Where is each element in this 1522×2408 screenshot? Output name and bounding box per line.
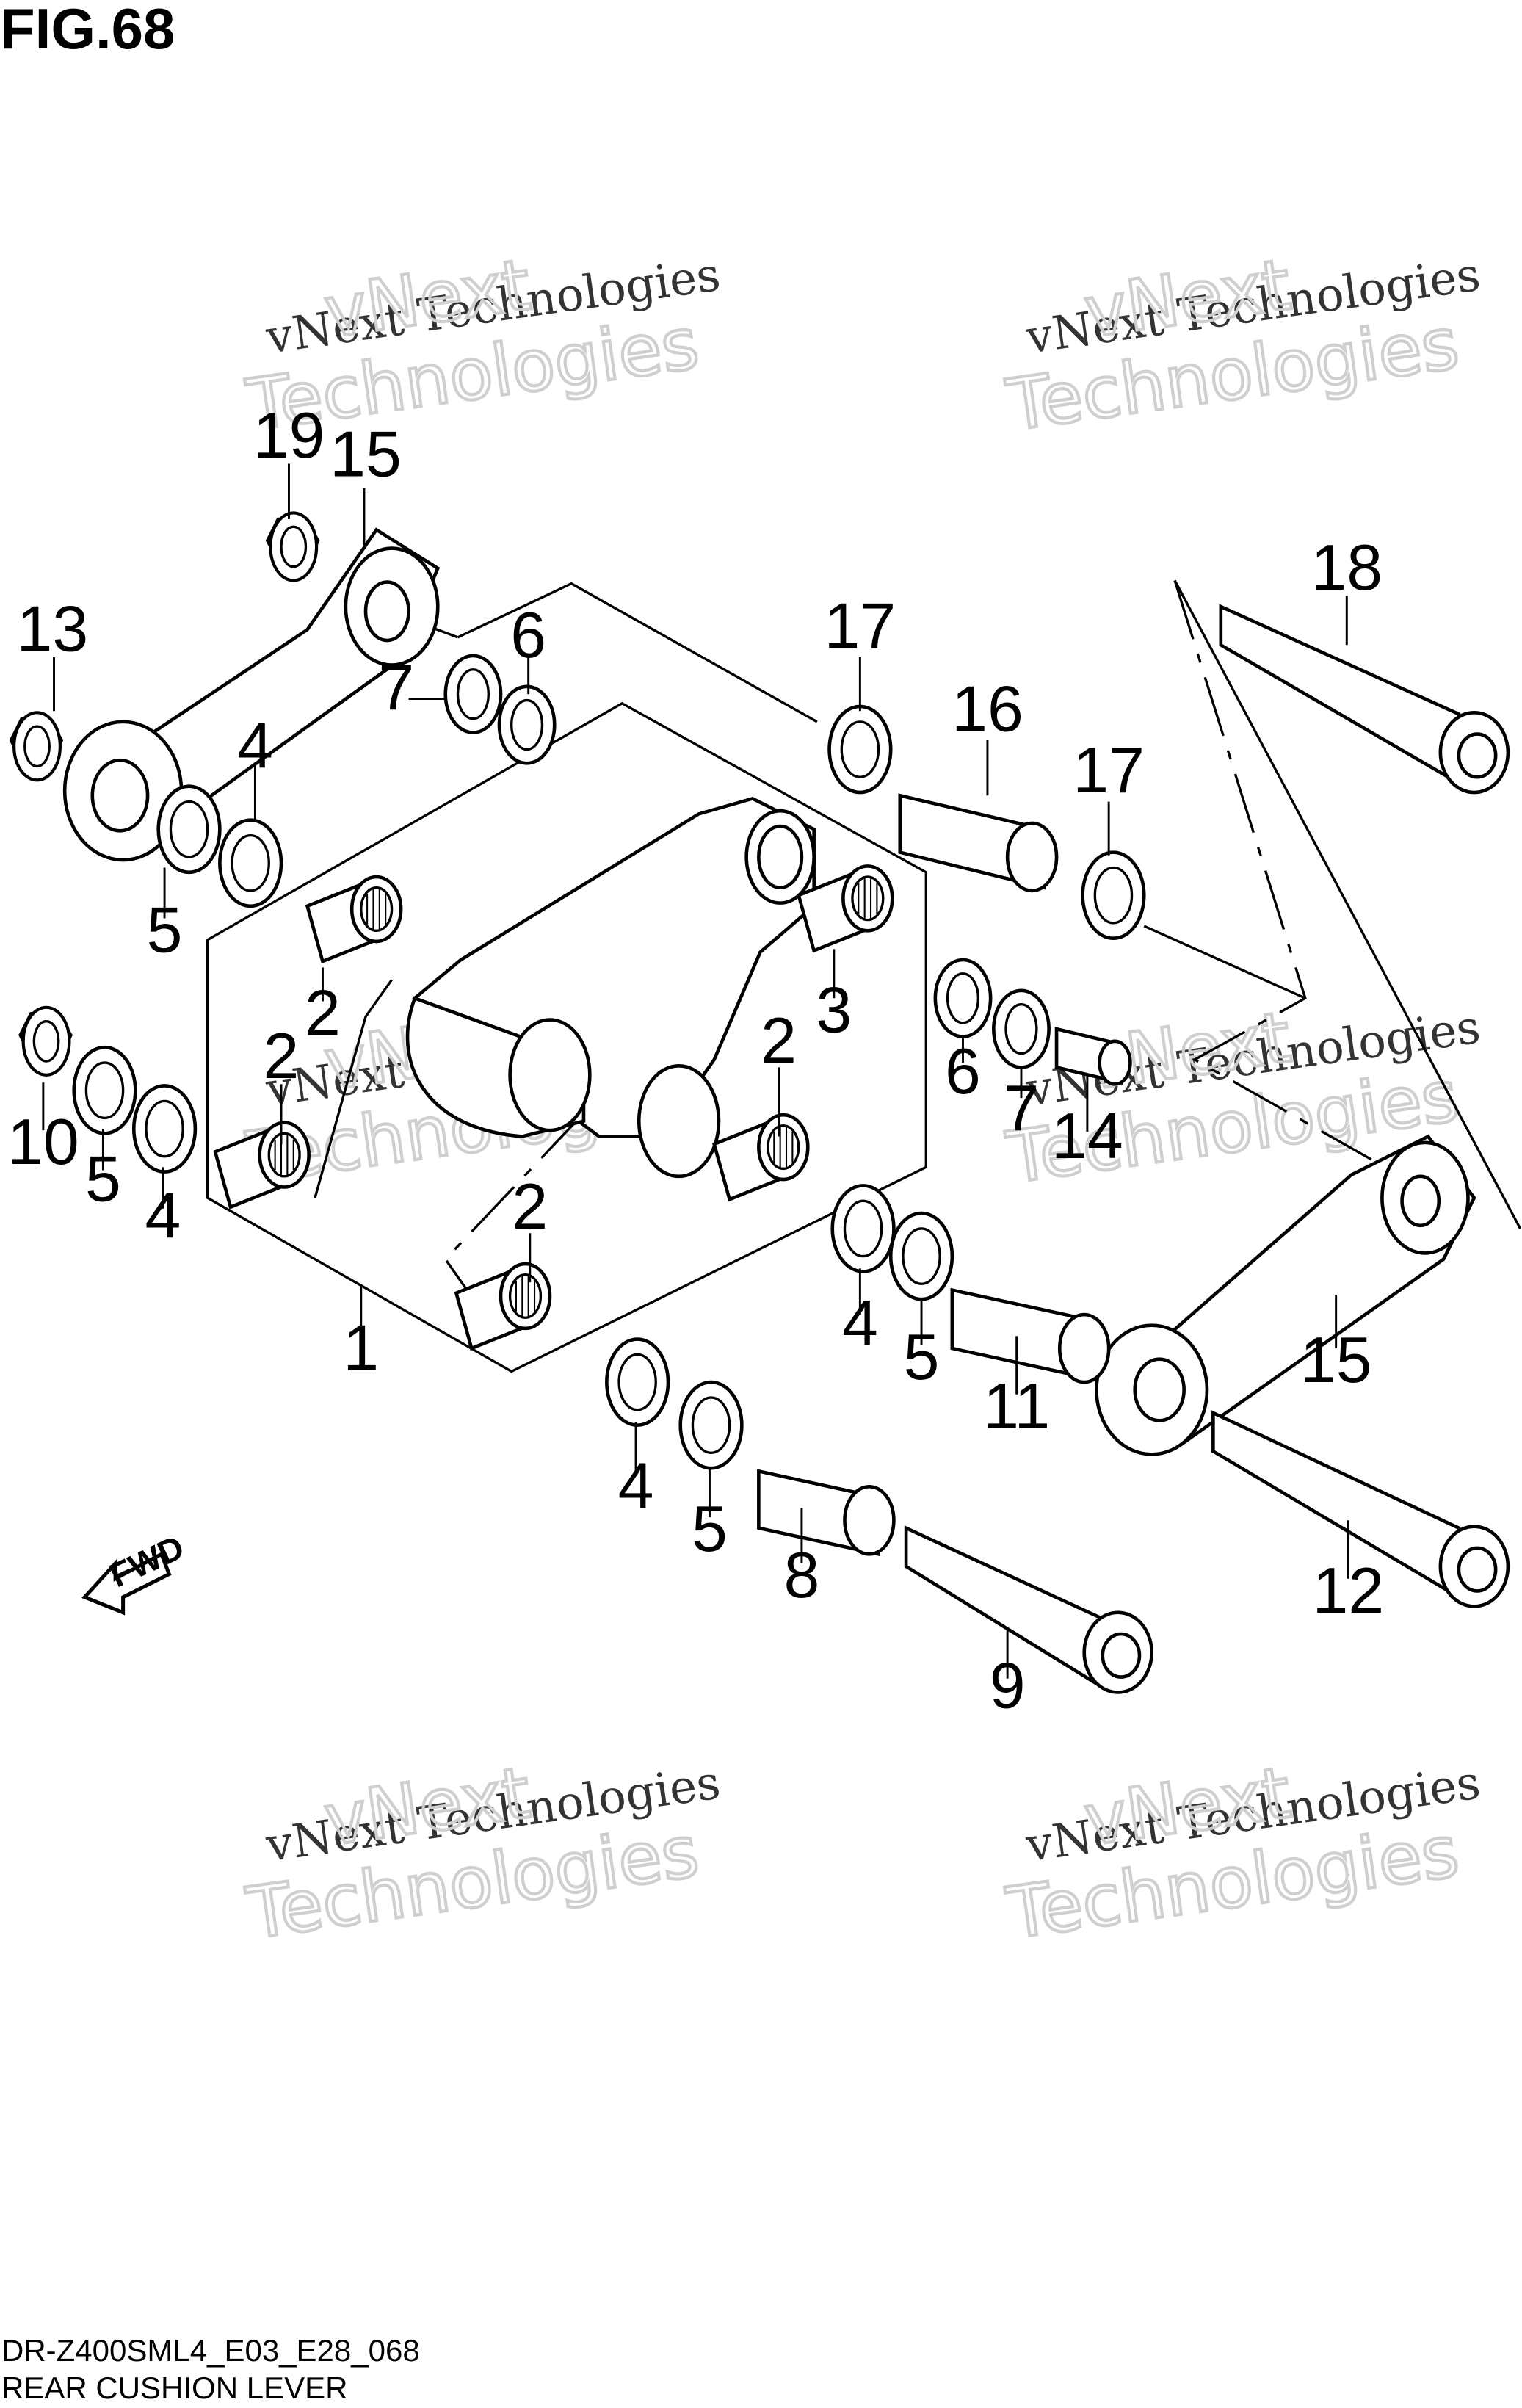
upper-link-rod	[62, 527, 441, 862]
bearing-2	[215, 1123, 309, 1207]
callout-3: 3	[816, 973, 852, 1046]
diagram-code: DR-Z400SML4_E03_E28_068	[1, 2333, 420, 2368]
washer-17	[1083, 853, 1145, 939]
nut-10	[20, 1008, 70, 1075]
callout-2: 2	[264, 1019, 300, 1092]
leader-lines	[42, 463, 1349, 1679]
callout-8: 8	[783, 1539, 819, 1611]
callout-5: 5	[85, 1142, 121, 1215]
callout-15: 15	[1300, 1323, 1372, 1396]
callout-4: 4	[237, 709, 273, 782]
washer-5	[74, 1047, 136, 1133]
washer-7	[446, 656, 501, 733]
watermark: vNext Technologies Technologies vNext	[240, 1750, 723, 1956]
washer-5	[159, 787, 220, 872]
diagram-name: REAR CUSHION LEVER	[1, 2371, 348, 2405]
callout-17: 17	[1073, 734, 1145, 806]
bearing-2	[456, 1264, 550, 1348]
nut-13	[11, 712, 62, 780]
bearing-2	[308, 877, 402, 961]
seal-4	[833, 1185, 894, 1271]
callout-19: 19	[253, 399, 325, 471]
callout-11: 11	[983, 1370, 1050, 1442]
callout-2: 2	[512, 1170, 548, 1243]
callout-4: 4	[145, 1179, 181, 1252]
figure-title: FIG.68	[0, 0, 175, 61]
seal-4	[220, 820, 281, 906]
seal-6	[499, 687, 554, 764]
callout-6: 6	[510, 599, 546, 671]
watermark: vNext Technologies Technologies vNext	[1001, 242, 1484, 449]
callout-17: 17	[825, 589, 896, 662]
callout-5: 5	[904, 1320, 940, 1393]
callout-4: 4	[842, 1287, 878, 1359]
bushing-16	[898, 793, 1059, 893]
bolt-9	[904, 1525, 1154, 1694]
washer-5	[891, 1213, 952, 1299]
seal-6	[935, 960, 990, 1037]
callout-5: 5	[692, 1492, 728, 1565]
washer-17	[830, 706, 891, 792]
bushing-8	[757, 1469, 896, 1557]
bolt-18	[1219, 604, 1510, 795]
washer-7	[993, 991, 1048, 1068]
callout-2: 2	[305, 976, 341, 1049]
callout-7: 7	[378, 651, 414, 723]
washer-5	[681, 1382, 742, 1468]
callout-9: 9	[990, 1649, 1026, 1721]
callout-1: 1	[343, 1311, 379, 1384]
callout-12: 12	[1313, 1554, 1385, 1627]
seal-4	[606, 1339, 668, 1425]
callout-16: 16	[952, 672, 1023, 745]
watermark: vNext Technologies Technologies vNext	[1001, 1750, 1484, 1956]
shock-lever-part	[405, 796, 816, 1179]
callout-7: 7	[1004, 1071, 1040, 1144]
callout-18: 18	[1311, 531, 1383, 604]
bushing-11	[950, 1287, 1111, 1384]
callout-6: 6	[945, 1035, 981, 1107]
callout-13: 13	[17, 593, 89, 665]
callout-5: 5	[147, 894, 183, 966]
nut-19	[267, 513, 318, 580]
callout-15: 15	[330, 417, 402, 490]
callout-labels: 19 15 13 4 5 6 7 17 16 17 18 2 3 2 2 10 …	[7, 399, 1384, 1721]
callout-2: 2	[761, 1004, 797, 1077]
fwd-arrow-icon: FWD	[81, 1527, 189, 1616]
spacer-14	[1054, 1027, 1132, 1086]
seal-4	[134, 1085, 195, 1171]
callout-14: 14	[1051, 1099, 1123, 1172]
bolt-12	[1211, 1410, 1510, 1608]
bearing-2	[714, 1115, 808, 1199]
lower-link-rod	[1095, 1134, 1476, 1456]
callout-10: 10	[7, 1105, 79, 1178]
callout-4: 4	[618, 1450, 654, 1522]
